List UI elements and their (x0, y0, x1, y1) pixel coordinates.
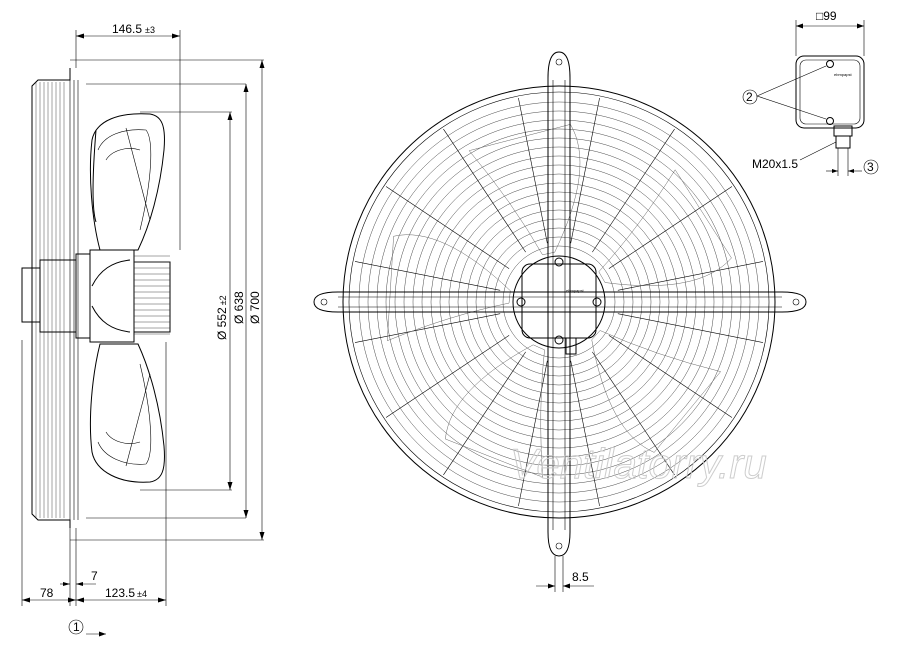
guard-outer-ring (342, 85, 776, 519)
guard-ring (448, 191, 670, 413)
guard-ring (430, 173, 688, 431)
guard-spokes (354, 97, 764, 507)
impeller-blades (387, 124, 732, 478)
guard-ring (484, 227, 634, 377)
guard-ring (394, 137, 724, 467)
dim-123-5: 123.5±4 (105, 586, 147, 600)
guard-spoke (608, 186, 733, 269)
slot-dimension (536, 556, 594, 592)
guard-spoke (385, 186, 510, 269)
impeller-blade (445, 344, 545, 478)
guard-spoke (443, 351, 526, 476)
guard-ring (358, 101, 760, 503)
guard-ring (403, 146, 715, 458)
guard-rings (342, 85, 776, 519)
guard-spoke (443, 128, 526, 253)
guard-ring (385, 128, 733, 476)
terminal-box-detail: ebmpapst □99 2 M20x1.5 3 (742, 9, 879, 176)
dim-d638: Ø 638 (232, 291, 246, 324)
side-guard (31, 68, 79, 528)
front-view: ebmpapst 8.5 Ventilatorry.ru (313, 51, 807, 592)
callout-3: 3 (867, 160, 874, 174)
impeller-blade (387, 234, 511, 342)
guard-spoke (570, 97, 600, 244)
guard-spoke (518, 97, 548, 244)
dim-8-5: 8.5 (572, 570, 589, 584)
dim-146-5: 146.5±3 (112, 22, 155, 36)
guard-ring (475, 218, 643, 386)
guard-spoke (570, 360, 600, 507)
guard-spoke (592, 351, 675, 476)
guard-ring (348, 91, 770, 513)
guard-ring (466, 209, 652, 395)
guard-spoke (354, 313, 501, 343)
side-blades (89, 113, 165, 483)
guard-ring (439, 182, 679, 422)
guard-ring (493, 236, 625, 368)
mounting-bars (313, 51, 807, 557)
guard-spoke (518, 360, 548, 507)
dim-7: 7 (91, 569, 98, 583)
dim-d700: Ø 700 (248, 291, 262, 324)
guard-spoke (354, 261, 501, 291)
impeller-blade (468, 124, 581, 256)
dim-square-99: □99 (816, 9, 837, 23)
thread-label: M20x1.5 (752, 157, 798, 171)
impeller-blade (591, 330, 722, 453)
side-dimensions (21, 30, 265, 637)
dim-d552: Ø 552±2 (215, 295, 229, 340)
guard-ring (367, 110, 751, 494)
callout-2: 2 (746, 90, 753, 104)
guard-spoke (617, 313, 764, 343)
guard-ring (457, 200, 661, 404)
watermark: Ventilatorry.ru (510, 440, 767, 487)
guard-ring (421, 164, 697, 440)
side-view: 146.5±3 Ø 552±2 Ø 638 Ø 700 7 78 123.5±4… (21, 22, 265, 637)
guard-spoke (385, 335, 510, 418)
guard-ring (376, 119, 742, 485)
guard-spoke (592, 128, 675, 253)
box-brand: ebmpapst (834, 72, 852, 77)
callout-1: 1 (73, 620, 80, 634)
front-box-brand: ebmpapst (566, 288, 584, 293)
guard-spoke (617, 261, 764, 291)
guard-ring (502, 245, 616, 359)
impeller-blade (598, 169, 732, 286)
guard-spoke (608, 335, 733, 418)
guard-ring (412, 155, 706, 449)
side-motor (21, 249, 171, 343)
motor-terminal-box: ebmpapst (512, 255, 606, 355)
dim-78: 78 (40, 586, 54, 600)
